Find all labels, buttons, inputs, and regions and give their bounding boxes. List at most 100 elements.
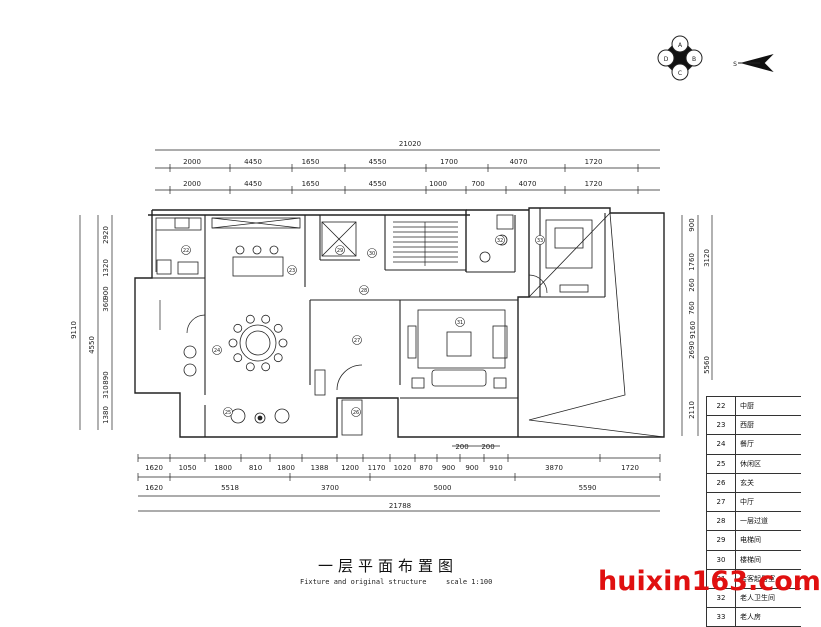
room-marker <box>287 265 297 275</box>
legend-row: 31 会客起居室 <box>707 569 801 589</box>
dim-top-row2: 700 <box>471 180 484 188</box>
dim-left-inner: 310 <box>102 385 110 398</box>
legend-room-number: 26 <box>707 473 736 492</box>
legend-room-number: 33 <box>707 608 736 627</box>
legend-room-name: 休闲区 <box>740 459 761 468</box>
dining-chair <box>261 314 271 324</box>
dim-left-inner: 890 <box>102 371 110 384</box>
top-dimension-lines <box>155 149 660 194</box>
dim-right-inner: 760 <box>688 301 696 314</box>
dim-bottom-row2: 5000 <box>434 484 452 492</box>
legend-room-name: 中厨 <box>740 402 754 411</box>
dim-bottom-row1: 1020 <box>394 464 412 472</box>
room-number: 30 <box>369 251 375 257</box>
dim-bottom-row1: 1050 <box>179 464 197 472</box>
dim-bottom-row2: 5518 <box>221 484 239 492</box>
dim-right-inner: 900 <box>688 218 696 231</box>
room-number: 31 <box>457 320 463 326</box>
dim-bottom-row1: 900 <box>442 464 455 472</box>
dim-bottom-row1: 1800 <box>277 464 295 472</box>
dining-chair <box>245 362 255 372</box>
staircase <box>393 221 458 266</box>
legend-room-name: 一层过道 <box>740 517 768 526</box>
room-marker <box>352 335 362 345</box>
legend-room-name: 会客起居室 <box>740 574 775 583</box>
room-marker <box>359 285 369 295</box>
bedroom-furniture <box>545 219 593 293</box>
dim-top-row1: 4450 <box>244 158 262 166</box>
legend-room-number: 23 <box>707 416 736 435</box>
dim-right-inner: 2690 <box>688 341 696 359</box>
north-arrow-icon <box>738 54 774 72</box>
room-number: 28 <box>361 288 367 294</box>
dim-bottom-small: 200 <box>481 443 494 451</box>
dim-right-inner: 260 <box>688 278 696 291</box>
dim-bottom-row2: 1620 <box>145 484 163 492</box>
legend-room-number: 25 <box>707 454 736 473</box>
room-marker <box>455 317 465 327</box>
dining-chair <box>245 314 255 324</box>
dim-right-total: 9160 <box>689 321 697 339</box>
dim-bottom-row1: 1388 <box>311 464 329 472</box>
dim-bottom-row1: 870 <box>419 464 432 472</box>
dim-right-inner: 3120 <box>703 249 711 267</box>
dining-chair <box>228 338 238 348</box>
room-number: 23 <box>289 268 295 274</box>
dining-chair <box>233 353 243 363</box>
foyer-details <box>314 364 363 436</box>
left-dimension-lines <box>79 215 113 430</box>
compass-rose-icon <box>657 35 703 81</box>
legend-room-name: 玄关 <box>740 478 754 487</box>
legend-row: 33 老人房 <box>707 608 801 627</box>
dim-right-inner: 1760 <box>688 253 696 271</box>
legend-room-number: 27 <box>707 492 736 512</box>
legend-room-number: 32 <box>707 588 736 608</box>
terrace-outline <box>528 212 665 438</box>
dining-chair <box>233 323 243 333</box>
legend-room-name: 老人房 <box>740 613 761 622</box>
dim-bottom-row1: 1720 <box>621 464 639 472</box>
compass-letter: B <box>692 56 696 63</box>
dim-top-row2: 4450 <box>244 180 262 188</box>
north-arrow-label: S <box>733 61 737 68</box>
dim-bottom-row1: 3870 <box>545 464 563 472</box>
living-room-furniture <box>407 309 508 389</box>
legend-room-name: 电梯间 <box>740 536 761 545</box>
dim-bottom-row1: 810 <box>249 464 262 472</box>
dim-top-row2: 1650 <box>302 180 320 188</box>
dim-bottom-small: 200 <box>455 443 468 451</box>
lounge-seating <box>183 345 290 424</box>
dim-top-row1: 4070 <box>510 158 528 166</box>
dim-bottom-row1: 1800 <box>214 464 232 472</box>
compass-letter: D <box>664 56 669 63</box>
drawing-scale: scale 1:100 <box>446 578 493 586</box>
legend-row: 26 玄关 <box>707 473 801 493</box>
room-number: 27 <box>354 338 360 344</box>
legend-room-number: 31 <box>707 569 736 588</box>
site-watermark: huixin163.com <box>598 566 821 597</box>
legend-room-number: 24 <box>707 435 736 454</box>
room-number: 33 <box>537 238 543 244</box>
dim-top-row1: 1700 <box>440 158 458 166</box>
dim-bottom-row2: 3700 <box>321 484 339 492</box>
dim-top-row1: 1650 <box>302 158 320 166</box>
bottom-dimension-lines <box>137 445 661 512</box>
legend-room-number: 29 <box>707 531 736 550</box>
kitchen-fittings <box>155 217 301 275</box>
drawing-subtitle: Fixture and original structure <box>300 578 427 586</box>
elevator-shaft <box>321 221 357 257</box>
kitchen-island <box>232 245 284 277</box>
legend-room-name: 西厨 <box>740 421 754 430</box>
legend-room-number: 30 <box>707 550 736 569</box>
room-marker <box>335 245 345 255</box>
dim-right-inner: 2110 <box>688 401 696 419</box>
dining-chair <box>278 338 288 348</box>
legend-row: 25 休闲区 <box>707 454 801 474</box>
dim-top-row1: 1720 <box>585 158 603 166</box>
